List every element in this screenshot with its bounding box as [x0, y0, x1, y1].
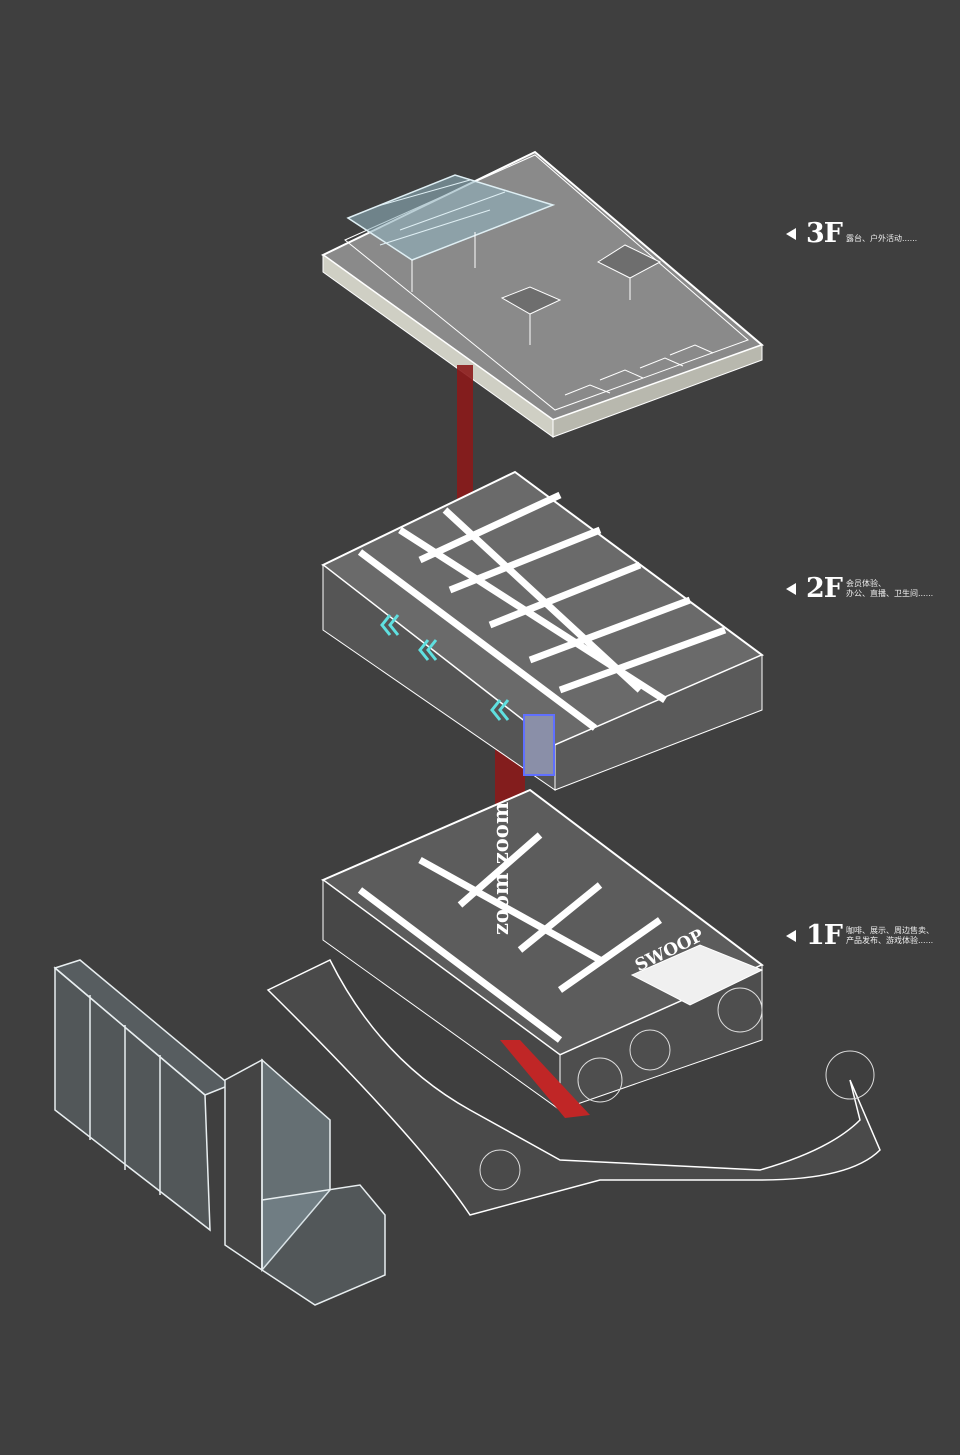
floor-description: 办公、直播、卫生间......: [845, 588, 934, 598]
pointer-arrow-icon: [786, 929, 796, 942]
blue-display-panel: [523, 714, 555, 776]
shaft-signage: zoom-zoom: [488, 801, 513, 935]
floor-level: 3F: [806, 218, 843, 249]
swoop-roof: [630, 944, 764, 1006]
umbrella-tables: [500, 244, 662, 345]
floor-label-2f: 2F 会员体验、 办公、直播、卫生间......: [786, 573, 933, 604]
entrance-stair: [500, 1040, 590, 1118]
pointer-arrow-icon: [786, 227, 796, 240]
floor-label-3f: 3F 露台、户外活动......: [786, 218, 917, 249]
floor-label-1f: 1F 咖啡、展示、周边售卖、 产品发布、游戏体验......: [786, 920, 934, 951]
trees: [479, 987, 875, 1191]
glass-canopy: [346, 174, 556, 292]
floor-2f: [321, 470, 764, 791]
floor-level: 2F: [806, 573, 843, 604]
floor-3f-terrace: [321, 150, 764, 438]
floor-level: 1F: [806, 920, 843, 951]
floor-description: 产品发布、游戏体验......: [845, 935, 934, 945]
circulation-shaft-upper: [457, 365, 473, 515]
floor-1f: [266, 788, 881, 1216]
floor-description: 咖啡、展示、周边售卖、: [845, 925, 934, 935]
terrace-chairs: [564, 344, 714, 396]
entrance-frame-structure: [53, 959, 386, 1306]
cyan-chevron-panels: [380, 614, 510, 721]
pointer-arrow-icon: [786, 582, 796, 595]
ground-plaza: [266, 959, 881, 1216]
floor-description: 会员体验、: [845, 578, 886, 588]
floor-description: 露台、户外活动......: [845, 233, 918, 243]
